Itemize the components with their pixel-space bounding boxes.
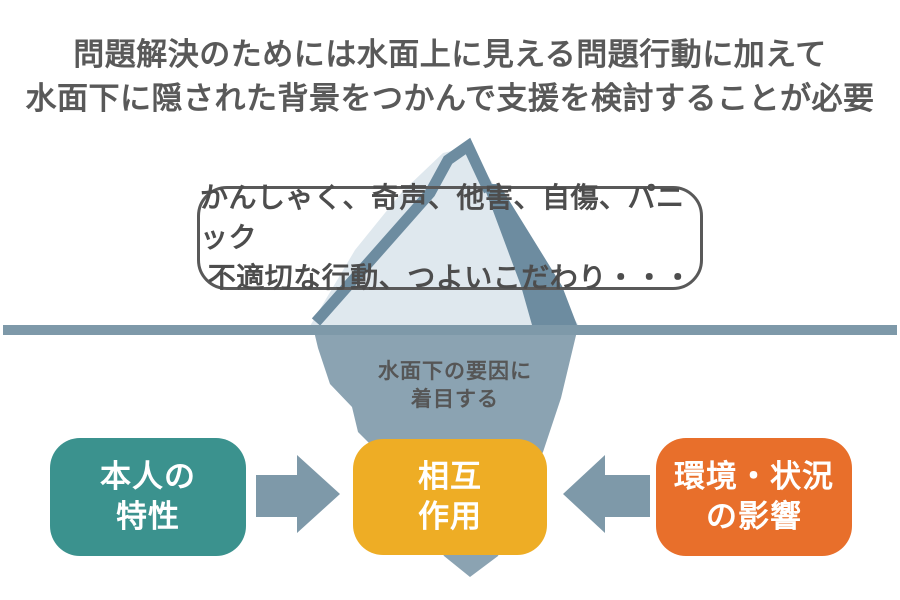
page-title-line1: 問題解決のためには水面上に見える問題行動に加えて xyxy=(73,37,827,72)
box-personal-traits-line1: 本人の xyxy=(100,459,196,494)
behavior-bubble-line2: 不適切な行動、つよいこだわり・・・ xyxy=(207,262,693,293)
box-environment: 環境・状況 の影響 xyxy=(656,438,852,556)
box-interaction-line2: 作用 xyxy=(418,499,482,534)
underwater-label: 水面下の要因に 着目する xyxy=(330,358,580,414)
box-environment-line2: の影響 xyxy=(706,499,802,534)
box-environment-line1: 環境・状況 xyxy=(674,459,834,494)
behavior-bubble-line1: かんしゃく、奇声、他害、自傷、パニック xyxy=(200,182,685,253)
behavior-bubble: かんしゃく、奇声、他害、自傷、パニック 不適切な行動、つよいこだわり・・・ xyxy=(197,182,703,293)
arrow-left-icon xyxy=(563,455,650,533)
water-surface-line xyxy=(3,325,897,335)
box-interaction-line1: 相互 xyxy=(418,459,482,494)
box-personal-traits-line2: 特性 xyxy=(116,499,180,534)
page-title: 問題解決のためには水面上に見える問題行動に加えて 水面下に隠された背景をつかんで… xyxy=(0,33,900,121)
iceberg-above-water xyxy=(310,147,579,326)
arrow-right-icon xyxy=(256,455,340,533)
iceberg-ridge-icon xyxy=(311,137,494,326)
page-title-line2: 水面下に隠された背景をつかんで支援を検討することが必要 xyxy=(25,81,875,116)
box-personal-traits: 本人の 特性 xyxy=(50,438,246,556)
underwater-label-line1: 水面下の要因に xyxy=(378,360,532,383)
underwater-label-line2: 着目する xyxy=(411,388,499,411)
box-interaction: 相互 作用 xyxy=(353,439,547,555)
